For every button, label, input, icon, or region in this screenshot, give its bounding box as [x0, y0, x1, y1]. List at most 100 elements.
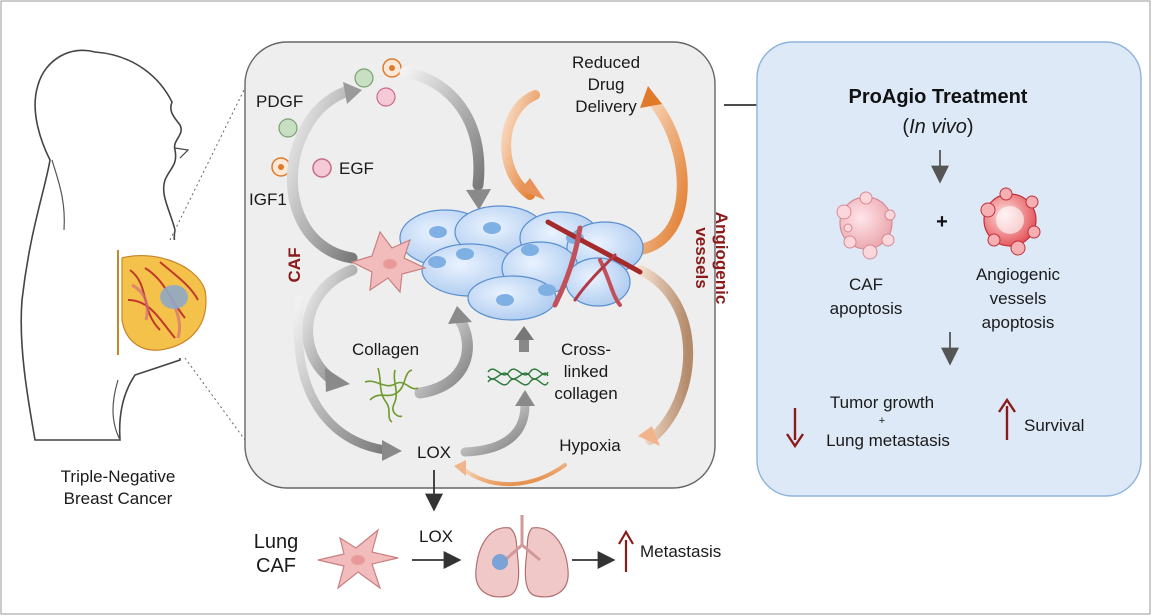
tumor-nucleus — [429, 226, 447, 238]
factor-circle-green-top — [354, 68, 374, 88]
nose-line — [174, 147, 190, 159]
apoptotic-bleb — [980, 202, 996, 218]
caf-apoptosis-line2: apoptosis — [830, 299, 903, 318]
arrowhead-caf-to-collagen — [325, 368, 350, 392]
crosslinked-label-line2: linked — [564, 362, 608, 381]
lung-caf-label-line2: CAF — [256, 555, 296, 577]
collagen-strand — [369, 369, 413, 401]
arrowhead-lox-to-crosslinked — [515, 390, 535, 406]
apoptotic-bleb — [1027, 225, 1041, 239]
treatment-panel — [756, 41, 1142, 497]
angiogenic-label-line2: vessels — [692, 227, 711, 288]
apoptotic-bleb — [843, 223, 853, 233]
igf1-dot — [278, 164, 284, 170]
breast-cross-section — [110, 240, 207, 358]
lungs-illustration — [475, 515, 569, 598]
zoom-line-bottom — [184, 357, 246, 441]
small-plus-sign: + — [879, 415, 885, 427]
apoptotic-bleb — [987, 233, 1001, 247]
collagen-fibers — [364, 367, 419, 423]
decrease-arrowhead — [786, 433, 804, 449]
cross-linked-collagen-fibers — [487, 368, 549, 386]
treatment-title: ProAgio Treatment — [849, 86, 1028, 108]
increase-arrowhead — [998, 397, 1016, 413]
caf-label: CAF — [285, 248, 304, 283]
angiogenic-vessel — [573, 253, 617, 302]
crosslinked-strand — [487, 368, 549, 376]
right-lung — [524, 527, 569, 598]
factor-dot-orange-top — [389, 65, 395, 71]
caf-apoptosis-line1: CAF — [849, 275, 883, 294]
lung-lox-label: LOX — [419, 527, 453, 546]
crosslinked-label-line3: collagen — [554, 384, 617, 403]
arm-line — [112, 379, 121, 441]
collagen-strand — [377, 367, 393, 423]
angio-apoptosis-line1: Angiogenic — [976, 265, 1061, 284]
caf-apoptosis-blob — [836, 191, 896, 260]
pdgf-circle — [278, 118, 298, 138]
arrow-hypoxia-to-lox — [460, 463, 567, 487]
tumor-nucleus — [538, 284, 556, 296]
arrowhead-crosslinked-to-tumor — [514, 326, 534, 340]
subtitle-in-vivo: In vivo — [909, 116, 967, 138]
tumor-cell-cluster — [399, 205, 644, 321]
survival-label: Survival — [1024, 416, 1084, 435]
crosslinked-strand — [487, 372, 549, 380]
apoptotic-bleb — [884, 209, 896, 221]
lung-metastasis-label: Lung metastasis — [826, 431, 950, 450]
tumor-nucleus — [496, 294, 514, 306]
arrow-factors-to-tumor — [399, 66, 485, 191]
arrow-lox-to-crosslinked — [460, 400, 530, 457]
arrow-caf-to-collagen — [302, 264, 358, 384]
vessel-apoptosis-blob — [980, 187, 1041, 256]
angio-apoptosis-line2: vessels — [990, 289, 1047, 308]
metastasis-up-arrowhead — [618, 529, 634, 545]
reduced-label-line3: Delivery — [575, 97, 637, 116]
crosslinked-label-line1: Cross- — [561, 340, 611, 359]
angiogenic-label-line1: Angiogenic — [712, 212, 731, 305]
lox-label: LOX — [417, 443, 451, 462]
apoptotic-bleb — [881, 233, 895, 247]
gray-curved-arrows — [286, 66, 535, 461]
tumor-nucleus — [483, 222, 501, 234]
lung-metastasis-spot — [492, 554, 508, 570]
collagen-label: Collagen — [352, 340, 419, 359]
crosslinked-strand — [487, 378, 549, 386]
reduced-label-line2: Drug — [588, 75, 625, 94]
tumor-nucleus — [456, 248, 474, 260]
apoptotic-bleb — [1025, 195, 1039, 209]
factor-circle-pink-top — [376, 87, 396, 107]
lung-caf-label-line1: Lung — [254, 531, 299, 553]
trachea — [504, 515, 541, 562]
tumor-nucleus — [521, 244, 539, 256]
arrow-caf-to-factors — [286, 86, 358, 264]
arrowhead-vessels-to-drug — [640, 86, 662, 108]
caf-nucleus — [383, 259, 397, 269]
subtitle-open-paren: ( — [902, 116, 909, 138]
angio-apoptosis-line3: apoptosis — [982, 313, 1055, 332]
orange-arrows — [454, 86, 694, 487]
arrowhead-vessels-to-hypoxia — [638, 426, 660, 446]
tumor-nucleus — [428, 256, 446, 268]
apoptotic-bleb — [836, 204, 852, 220]
arrowhead-caf-to-factors — [343, 82, 362, 104]
egf-label: EGF — [339, 159, 374, 178]
collagen-strand — [392, 369, 403, 418]
arrowhead-collagen-to-tumor — [448, 306, 472, 324]
hair-line — [51, 159, 65, 231]
hypoxia-label: Hypoxia — [559, 436, 621, 455]
arrowhead-caf-to-lox — [382, 440, 402, 461]
patient-label-line2: Breast Cancer — [64, 489, 173, 508]
tumor-growth-label: Tumor growth — [830, 393, 934, 412]
arrow-vessels-to-drug — [632, 92, 688, 256]
angiogenic-vessel — [545, 219, 643, 275]
subtitle-close-paren: ) — [967, 116, 974, 138]
arrow-drug-to-tumor — [501, 90, 540, 200]
arrow-caf-to-lox — [293, 295, 390, 455]
lung-caf-nucleus — [351, 555, 365, 565]
arrowhead-hypoxia-to-lox — [454, 460, 466, 476]
igf1-label: IGF1 — [249, 190, 287, 209]
egf-circle — [312, 158, 332, 178]
